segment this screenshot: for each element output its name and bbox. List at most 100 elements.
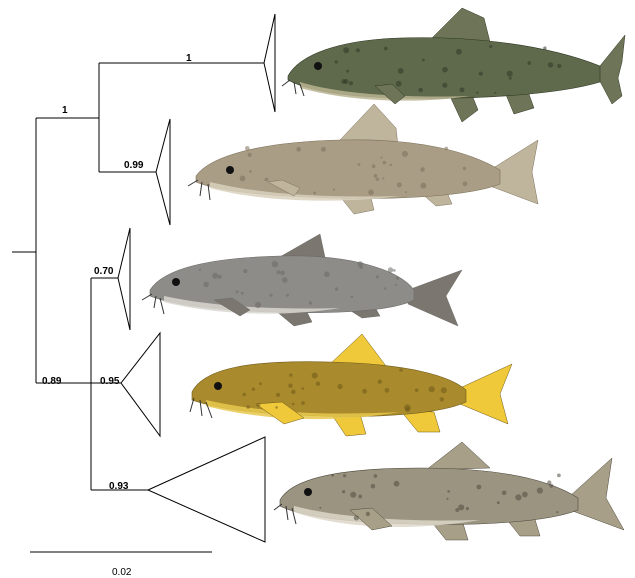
fish-2-spot — [376, 178, 379, 181]
fish-4-spot — [276, 393, 280, 397]
fish-3-spot — [212, 273, 218, 279]
fish-3-spot — [384, 287, 386, 289]
fish-2-spot — [463, 167, 466, 170]
fish-4-spot — [243, 393, 247, 397]
fish-4-spot — [292, 403, 295, 406]
clade-1-triangle — [264, 14, 275, 112]
support-clade-5: 0.93 — [109, 481, 129, 492]
fish-image-4 — [190, 334, 512, 436]
fish-2-spot — [321, 147, 326, 152]
fish-4-spot — [378, 380, 382, 384]
clade-4-triangle — [121, 333, 160, 436]
fish-1-spot — [442, 67, 448, 73]
fish-4-spot — [252, 388, 255, 391]
fish-4-spot — [399, 368, 403, 372]
fish-1-spot — [396, 81, 402, 87]
fish-5-spot — [374, 474, 378, 478]
fish-image-2 — [188, 104, 538, 214]
fish-3-spot — [241, 292, 244, 295]
fish-3-spot — [203, 282, 209, 288]
fish-5-spot — [537, 488, 543, 494]
fish-3-spot — [396, 277, 399, 280]
fish-3-spot — [277, 270, 281, 274]
fish-5-spot — [319, 507, 321, 509]
fish-3-spot — [376, 275, 379, 278]
fish-1-spot — [335, 60, 338, 63]
fish-4-tail-fin — [460, 364, 512, 424]
fish-4-spot — [257, 403, 261, 407]
fish-2-spot — [248, 153, 252, 157]
fish-5-spot — [342, 490, 345, 493]
fish-5-spot — [343, 474, 346, 477]
fish-4-spot — [415, 388, 419, 392]
fish-1-spot — [442, 83, 447, 88]
fish-4-spot — [291, 390, 296, 395]
fish-2-spot — [463, 181, 468, 186]
fish-1-spot — [479, 72, 483, 76]
fish-4-spot — [385, 388, 390, 393]
fish-4-spot — [404, 404, 410, 410]
fish-1-spot — [509, 77, 512, 80]
fish-3-spot — [282, 277, 288, 283]
fish-2-spot — [313, 192, 316, 195]
fish-1-eye — [314, 62, 322, 70]
fish-4-spot — [440, 397, 444, 401]
fish-1-spot — [422, 59, 425, 62]
fish-5-spot — [515, 494, 521, 500]
fish-3-spot — [309, 301, 312, 304]
fish-5-spot — [557, 474, 561, 478]
fish-5-spot — [556, 511, 558, 513]
clade-5-triangle — [148, 437, 265, 542]
fish-1-spot — [494, 92, 496, 94]
clade-3-triangle — [118, 228, 130, 330]
fish-5-spot — [466, 507, 469, 510]
fish-4-eye — [214, 382, 222, 390]
fish-2-spot — [374, 174, 378, 178]
support-clade-2: 0.99 — [124, 160, 144, 171]
fish-1-spot — [346, 70, 349, 73]
fish-4-spot — [288, 384, 292, 388]
fish-4-spot — [275, 406, 278, 409]
fish-2-spot — [358, 163, 361, 166]
fish-1-spot — [489, 45, 492, 48]
fish-image-5 — [274, 442, 624, 540]
fish-2-spot — [381, 157, 383, 159]
fish-3-spot — [393, 269, 396, 272]
fish-1-spot — [398, 68, 404, 74]
fish-2-spot — [420, 167, 425, 172]
fish-4-spot — [246, 405, 250, 409]
fish-2-spot — [420, 183, 426, 189]
fish-1-spot — [418, 88, 423, 93]
fish-3-spot — [199, 269, 201, 271]
fish-1-spot — [384, 47, 388, 51]
fish-2-spot — [368, 190, 374, 196]
fish-2-spot — [265, 178, 269, 182]
fish-3-spot — [255, 302, 261, 308]
fish-2-spot — [240, 176, 246, 182]
fish-3-tail-fin — [408, 270, 462, 326]
fish-3-spot — [335, 287, 338, 290]
fish-4-spot — [429, 386, 435, 392]
fish-3-spot — [357, 261, 363, 267]
fish-5-spot — [477, 485, 482, 490]
fish-4-spot — [312, 373, 318, 379]
fish-1-dorsal-fin — [430, 8, 490, 42]
clade-2-triangle — [156, 119, 170, 225]
fish-1-spot — [543, 46, 546, 49]
fish-5-spot — [447, 490, 450, 493]
fish-4-spot — [302, 387, 305, 390]
fish-image-1 — [282, 8, 625, 122]
fish-4-spot — [301, 401, 305, 405]
fish-2-spot — [296, 147, 301, 152]
fish-1-spot — [460, 87, 465, 92]
fish-3-eye — [172, 278, 180, 286]
fish-4-spot — [316, 382, 320, 386]
fish-5-spot — [331, 474, 334, 477]
fish-3-spot — [272, 261, 278, 267]
fish-3-spot — [324, 272, 330, 278]
fish-1-spot — [548, 62, 553, 67]
fish-2-spot — [249, 170, 252, 173]
fish-3-spot — [351, 296, 354, 299]
fish-5-eye — [304, 488, 312, 496]
